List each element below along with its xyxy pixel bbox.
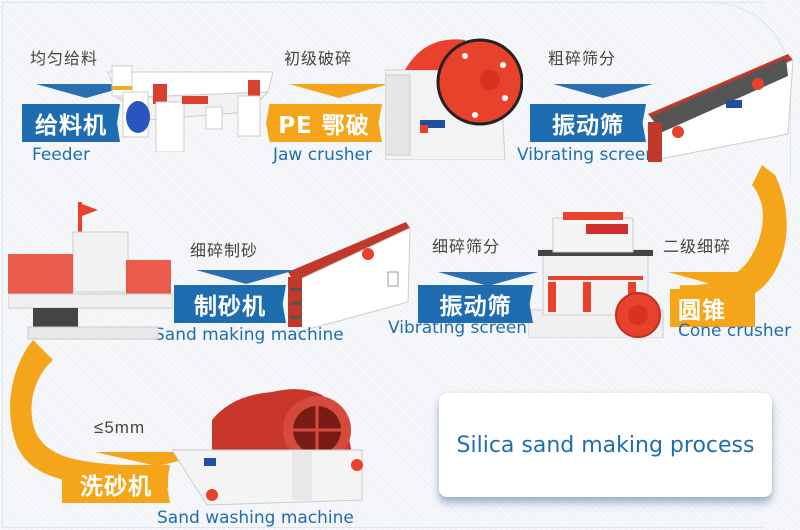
step-primary-crushing-text: 初级破碎 (284, 49, 353, 68)
feeder-label: Feeder (32, 145, 91, 165)
sand-washer-label: Sand washing machine (157, 508, 354, 528)
arrow-down-icon (668, 272, 768, 286)
particle-size-text: ≤5mm (94, 418, 146, 437)
feeder-banner: 给料机 (22, 104, 120, 142)
sand-making-machine-icon (8, 202, 173, 340)
vibrating-screen-banner-2: 振动筛 (418, 285, 533, 323)
cone-crusher-banner: 圆锥 (678, 298, 726, 324)
vibrating-screen-icon (288, 222, 411, 332)
vibrating-screen-label-1: Vibrating screen (517, 145, 657, 165)
vibrating-screen-label-2: Vibrating screen (388, 318, 528, 338)
step-fine-screening-text: 细碎筛分 (432, 237, 501, 256)
sand-washer-icon (172, 389, 363, 506)
sand-making-label: Sand making machine (154, 325, 344, 345)
vibrating-screen-icon (648, 54, 793, 162)
arrow-down-icon (196, 270, 296, 284)
arrow-down-icon (36, 84, 136, 98)
background-frame (2, 2, 763, 528)
arrow-down-icon (553, 84, 653, 98)
step-feeding-text: 均匀给料 (30, 49, 99, 68)
left-arc-arrow (10, 340, 168, 488)
process-title-card: Silica sand making process (439, 393, 772, 497)
vibrating-feeder-icon (108, 65, 273, 152)
cone-crusher-icon (528, 212, 664, 338)
arrow-down-icon (438, 272, 538, 286)
step-sand-making-text: 细碎制砂 (190, 241, 259, 260)
step-coarse-screening-text: 粗碎筛分 (548, 49, 617, 68)
sand-making-banner: 制砂机 (174, 285, 286, 323)
jaw-crusher-label: Jaw crusher (273, 145, 372, 165)
vibrating-screen-banner-1: 振动筛 (530, 104, 646, 142)
process-title: Silica sand making process (456, 432, 755, 458)
jaw-crusher-icon (385, 38, 523, 160)
cone-crusher-banner-bg (670, 289, 755, 327)
cone-crusher-label: Cone crusher (678, 321, 792, 341)
step-secondary-crushing-text: 二级细碎 (663, 237, 732, 256)
arrow-down-icon (289, 84, 389, 98)
sand-washer-banner: 洗砂机 (62, 465, 170, 503)
jaw-crusher-banner: PE 鄂破 (266, 104, 382, 142)
